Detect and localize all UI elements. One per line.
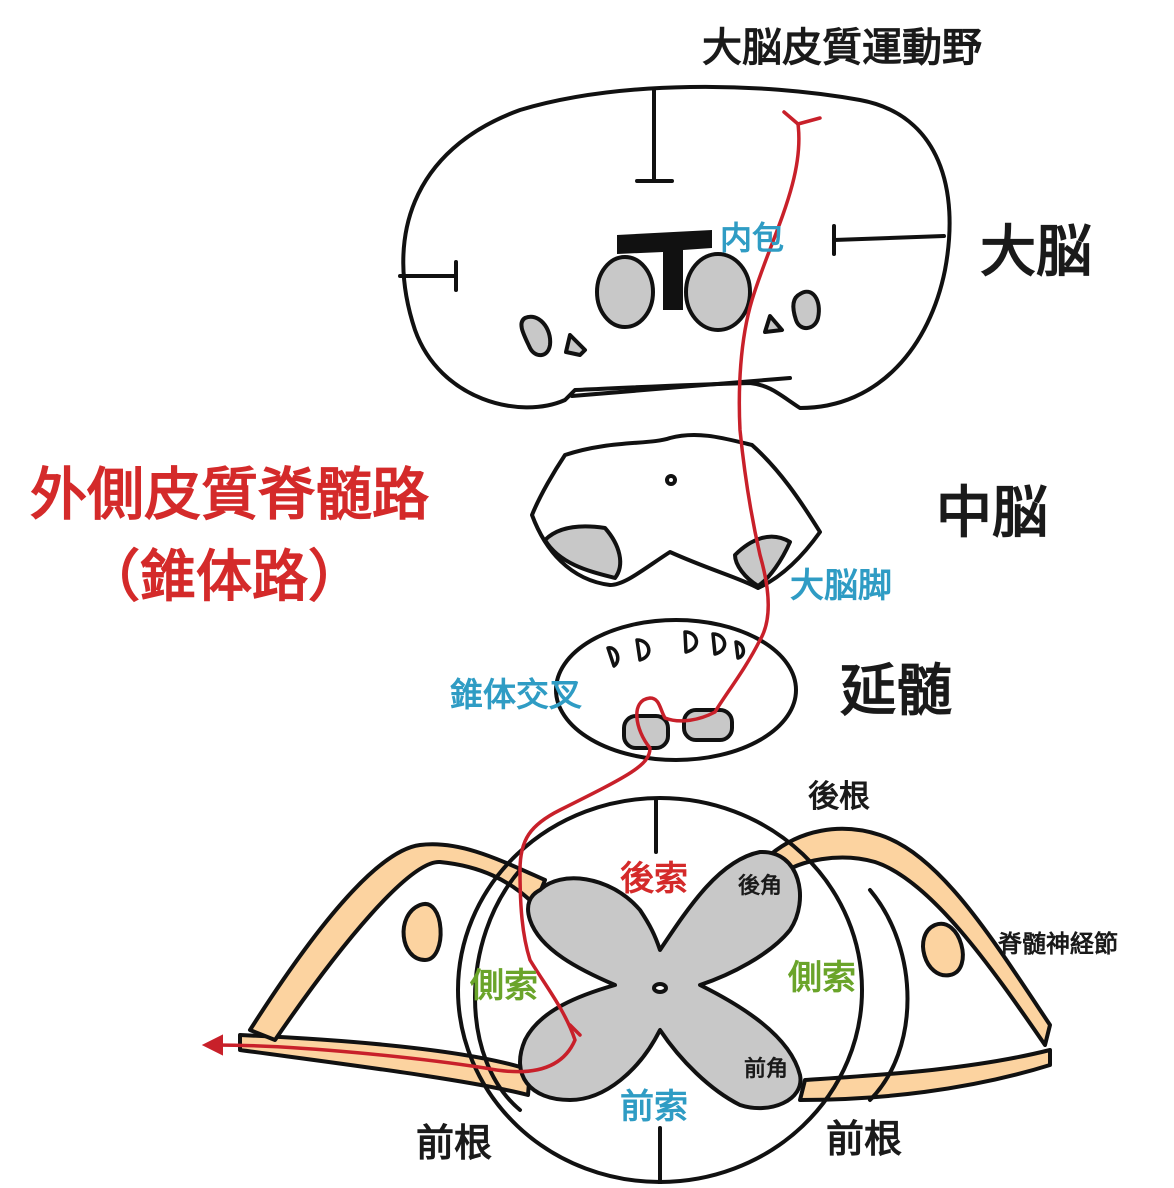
cerebrum-base-line (570, 376, 792, 398)
posterior-horn-label: 後角 (738, 874, 783, 899)
tract-alias-label: （錐体路） (84, 545, 364, 610)
small-nucleus-right-outer (791, 289, 821, 330)
spinal-ganglion-left (401, 902, 443, 962)
basal-nucleus-left (595, 255, 655, 329)
ventral-root-right-label: 前根 (826, 1117, 903, 1161)
anterior-funiculus-label: 前索 (620, 1087, 688, 1127)
lateral-funiculus-left-label: 側索 (470, 966, 538, 1006)
spinal-cord-left-arc (473, 868, 522, 1112)
small-nucleus-right-inner (763, 314, 784, 334)
lateral-ventricle (617, 230, 712, 310)
small-nucleus-left-inner (564, 333, 587, 357)
motor-nerve-arrowhead (201, 1034, 223, 1056)
internal-capsule-label: 内包 (720, 219, 785, 257)
anterior-horn-label: 前角 (744, 1057, 789, 1082)
medulla-outline (554, 618, 798, 762)
cerebrum-label: 大脳 (980, 220, 1092, 285)
medulla-nucleus-3 (683, 630, 699, 654)
cerebral-peduncle-left (543, 524, 623, 580)
cerebral-aqueduct (665, 474, 677, 486)
midbrain-label: 中脳 (936, 481, 1048, 546)
right-lateral-sulcus (832, 234, 946, 242)
tract-ending-spine (568, 1023, 582, 1037)
spinal-ganglion-right (921, 921, 965, 978)
motor-cortex-label: 大脳皮質運動野 (702, 25, 982, 71)
lateral-funiculus-right-label: 側索 (788, 958, 856, 998)
medulla-nucleus-5 (734, 640, 746, 660)
cerebral-peduncle-label: 大脳脚 (790, 566, 892, 606)
ventral-root-right (798, 1048, 1052, 1102)
gray-matter-butterfly (518, 849, 803, 1111)
central-canal (652, 982, 668, 994)
ventral-root-left-label: 前根 (416, 1121, 493, 1165)
spinal-cord-right-arc (868, 888, 910, 1102)
medulla-nucleus-1 (606, 646, 620, 668)
medulla-nucleus-2 (635, 638, 651, 662)
pyramid-left (622, 714, 670, 750)
medulla-label: 延髄 (840, 659, 952, 724)
pyramidal-decussation-label: 錐体交叉 (450, 675, 582, 714)
posterior-funiculus-label: 後索 (620, 859, 688, 899)
spinal-ganglion-label: 脊髄神経節 (998, 930, 1118, 958)
cerebrum-outline (401, 84, 952, 410)
medulla-nucleus-4 (711, 632, 727, 656)
basal-nucleus-right (684, 252, 752, 332)
tract-name-label: 外側皮質脊髄路 (30, 462, 429, 528)
dorsal-root-left (248, 842, 547, 1042)
lateral-corticospinal-tract (213, 122, 801, 1074)
dorsal-root-label: 後根 (808, 779, 870, 815)
motor-cortex-ending (782, 110, 822, 126)
small-nucleus-left-outer (519, 314, 553, 358)
